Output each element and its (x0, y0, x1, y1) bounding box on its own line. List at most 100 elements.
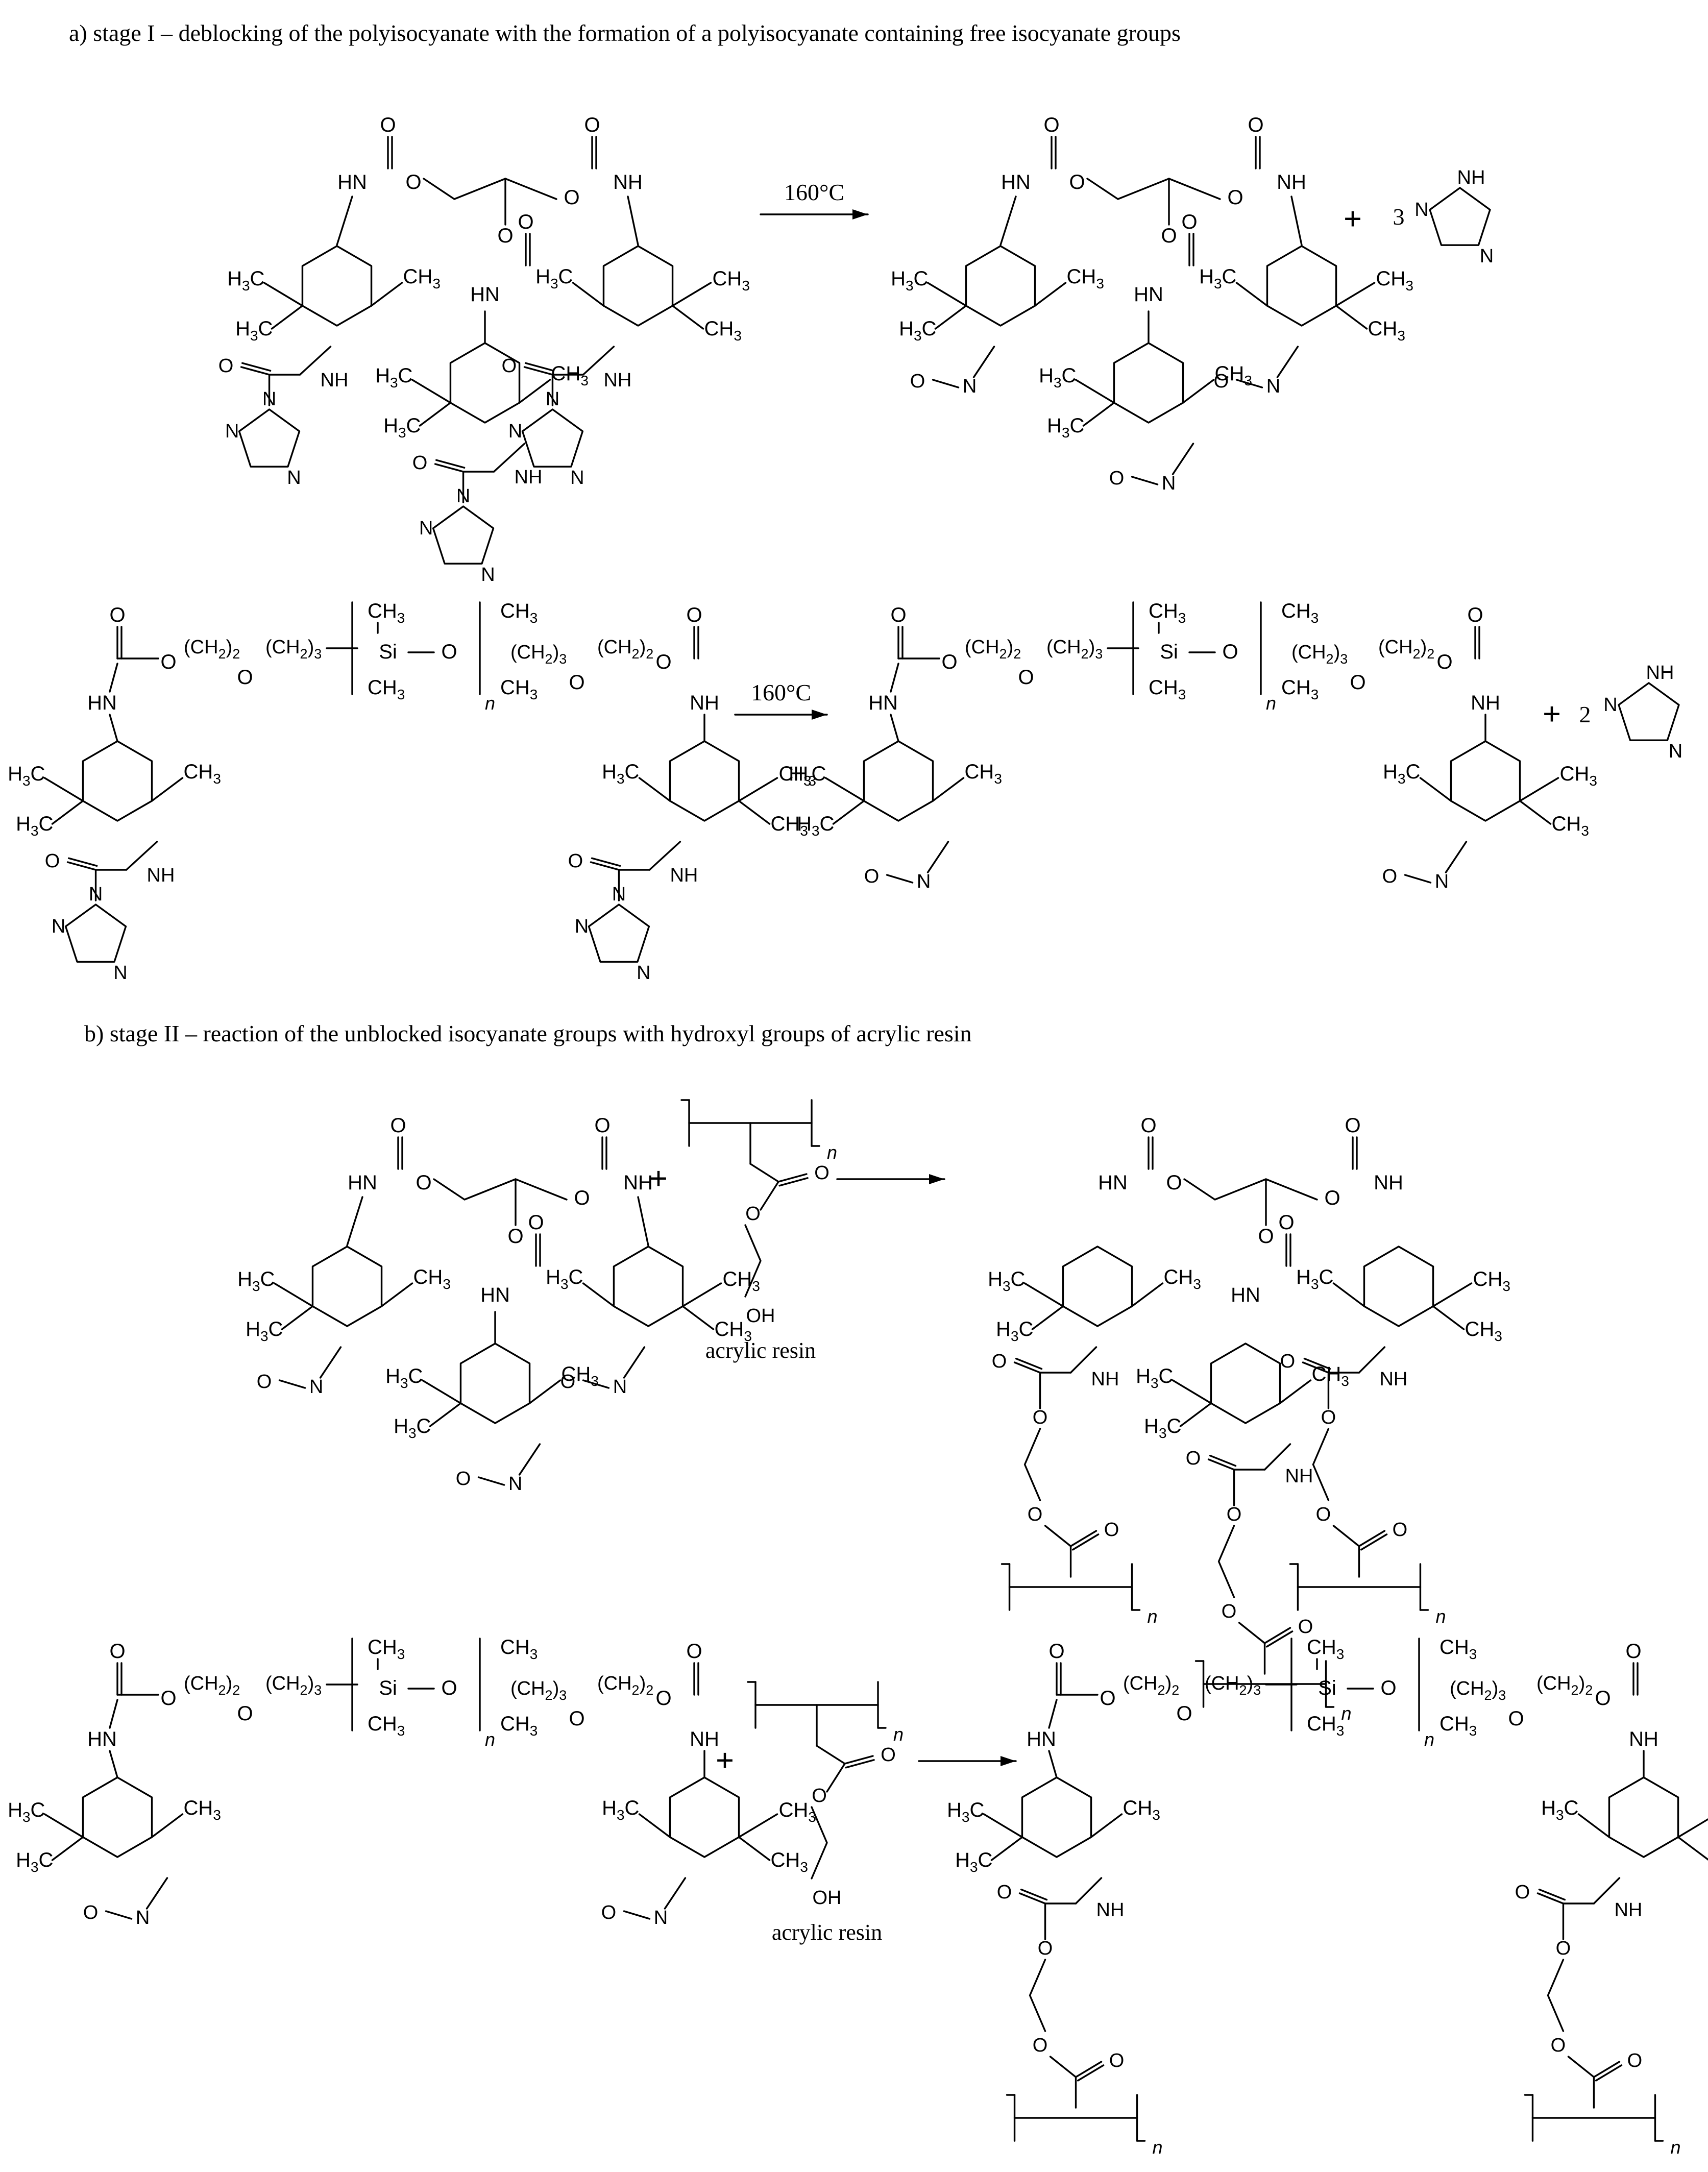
bond (1209, 1454, 1237, 1467)
formula-label: H3C (394, 1415, 431, 1441)
atom-label: HN (1027, 1728, 1056, 1750)
atom-label: O (1298, 1616, 1313, 1638)
bond (1677, 1818, 1708, 1838)
bond (524, 362, 555, 372)
bond (1358, 1530, 1386, 1547)
atom-label: O (1048, 1640, 1064, 1663)
bond (109, 1750, 118, 1778)
atom-label: N (262, 388, 276, 410)
bond (681, 1305, 715, 1330)
atom-label: HN (1231, 1284, 1260, 1306)
bond (1023, 1428, 1041, 1501)
bond (749, 1163, 779, 1183)
bond (1172, 1379, 1212, 1404)
atom-label: O (655, 651, 671, 673)
atom-label: n (1435, 1606, 1446, 1627)
atom-label: HN (868, 692, 898, 714)
formula-label: H3C (16, 1849, 53, 1875)
atom-label: N (481, 564, 495, 585)
atom-label: O (1625, 1640, 1641, 1663)
bond (890, 663, 899, 693)
bond (681, 1282, 722, 1307)
bond (1263, 1627, 1291, 1644)
atom-label: Si (379, 1677, 397, 1699)
atom-label: O (568, 850, 583, 872)
stage-1-heading: a) stage I – deblocking of the polyisocy… (69, 20, 1181, 46)
triazole-ring (432, 505, 495, 565)
bond (1131, 476, 1159, 485)
bond (145, 1877, 168, 1910)
atom-label: O (1280, 1351, 1296, 1372)
bond (1069, 1346, 1097, 1374)
stage1-arrow-2: 160°C (734, 679, 828, 720)
bond (241, 362, 272, 372)
formula-label: H3C (1039, 364, 1076, 391)
formula-label: CH3 (1123, 1797, 1160, 1823)
atom-label: N (508, 421, 522, 442)
atom-label: O (1393, 1519, 1408, 1541)
atom-label: O (864, 866, 880, 887)
atom-label: O (109, 604, 125, 626)
atom-label: O (1043, 114, 1059, 136)
repeat-n: n (1266, 693, 1276, 714)
atom-label: O (390, 1114, 406, 1137)
atom-label: O (1186, 1448, 1201, 1469)
atom-label: O (518, 211, 533, 233)
bond (582, 1379, 610, 1389)
methylene-label: (CH2)3 (510, 1678, 567, 1703)
atom-label: N (1266, 376, 1280, 397)
atom-label: O (1556, 1938, 1571, 1959)
formula-label: CH3 (723, 1268, 760, 1294)
atom-label: N (225, 421, 239, 442)
formula-label: CH3 (1307, 1636, 1344, 1662)
atom-label: O (502, 355, 517, 377)
arrow-head (929, 1174, 944, 1184)
bond (109, 663, 118, 693)
atom-label: O (655, 1687, 671, 1710)
atom-label: NH (623, 1172, 653, 1194)
atom-label: O (1104, 1519, 1119, 1541)
bond (435, 459, 466, 469)
formula-label: CH3 (965, 761, 1002, 787)
atom-label: O (1181, 211, 1197, 233)
formula-label: CH3 (368, 1636, 405, 1662)
atom-label: O (160, 651, 176, 673)
bond (43, 1813, 84, 1838)
bond (1263, 1443, 1291, 1471)
formula-label: CH3 (413, 1266, 451, 1292)
atom-label: N (612, 884, 626, 905)
atom-label: O (560, 1371, 576, 1393)
atom-label: N (1669, 741, 1682, 762)
cyclohexane-ring (82, 1776, 153, 1858)
formula-label: H3C (8, 763, 45, 789)
formula-label: CH3 (500, 1636, 538, 1662)
triazole-ring (1618, 682, 1680, 741)
triazole-ring (64, 904, 127, 963)
bond (738, 800, 771, 825)
bond (1279, 1379, 1312, 1404)
methylene-label: (CH2)2 (184, 637, 240, 662)
atom-label: NH (147, 865, 175, 886)
formula-label: CH3 (1281, 676, 1319, 702)
bond (1276, 346, 1299, 378)
stage1-plus-2: + (1543, 696, 1561, 732)
bond (1235, 379, 1263, 388)
atom-label: O (1100, 1687, 1115, 1710)
atom-label: O (997, 1882, 1012, 1903)
atom-label: N (546, 388, 559, 410)
formula-label: H3C (16, 813, 53, 839)
bond (1179, 1402, 1212, 1427)
atom-label: O (45, 850, 60, 872)
bond (423, 178, 557, 200)
atom-label: O (1038, 1938, 1053, 1959)
atom-label: N (637, 962, 650, 984)
atom-label: O (405, 171, 421, 193)
atom-label: O (1069, 171, 1085, 193)
bond (370, 282, 403, 307)
atom-label: O (1345, 1114, 1360, 1137)
bond (1432, 1282, 1473, 1307)
bond (1023, 1282, 1064, 1307)
bond (1077, 2064, 1105, 2082)
atom-label: O (601, 1902, 617, 1923)
